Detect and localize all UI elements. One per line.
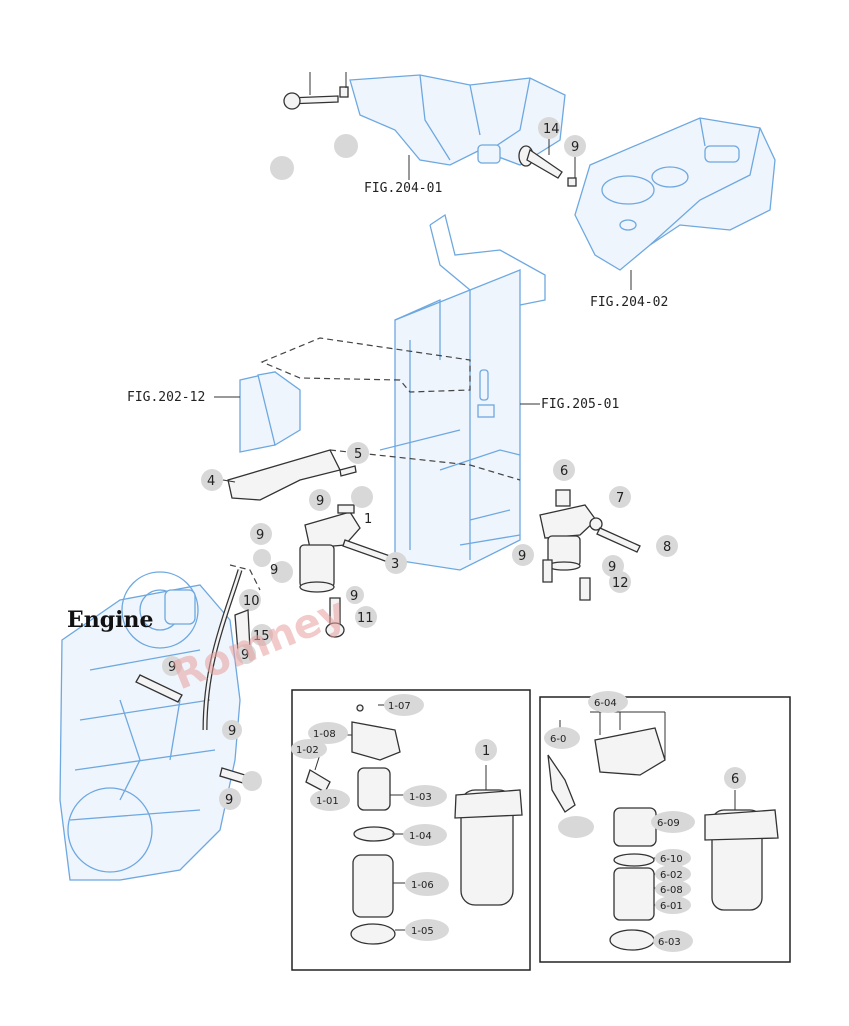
- exploded-view-box-6: [539, 696, 791, 963]
- fig-ref-202-12: FIG.202-12: [127, 390, 205, 405]
- fig-ref-204-01: FIG.204-01: [364, 181, 442, 196]
- callout-11: 11: [357, 611, 374, 626]
- callout-9-d: 9: [350, 589, 358, 604]
- callout-9-j: 9: [608, 560, 616, 575]
- label-1: 1: [482, 744, 490, 759]
- fig-204-02-tank: [574, 117, 776, 271]
- label-1-04: 1-04: [409, 831, 432, 842]
- label-6-09: 6-09: [657, 818, 680, 829]
- label-6-10: 6-10: [660, 854, 683, 865]
- label-1-01: 1-01: [316, 796, 339, 807]
- exploded-parts-1: [305, 704, 523, 945]
- fuel-filter-6: [539, 489, 641, 601]
- callout-14: 14: [543, 122, 560, 137]
- label-6-08: 6-08: [660, 885, 683, 896]
- callout-1: 1: [364, 512, 372, 527]
- callout-15: 15: [253, 629, 270, 644]
- label-6: 6: [731, 772, 739, 787]
- fig-ref-204-02: FIG.204-02: [590, 295, 668, 310]
- callout-9-a: 9: [316, 494, 324, 509]
- callout-9-h: 9: [225, 793, 233, 808]
- callout-10: 10: [243, 594, 260, 609]
- callout-9-i: 9: [518, 549, 526, 564]
- exploded-parts-6: [547, 727, 779, 951]
- label-6-03: 6-03: [658, 937, 681, 948]
- engine-block: [59, 571, 241, 881]
- bolt-14: [518, 145, 563, 179]
- fig-ref-205-01: FIG.205-01: [541, 397, 619, 412]
- callout-8: 8: [663, 540, 671, 555]
- label-6-0x: 6-0: [550, 734, 566, 745]
- callout-9-g: 9: [228, 724, 236, 739]
- label-6-01: 6-01: [660, 901, 683, 912]
- label-1-02: 1-02: [296, 745, 319, 756]
- callout-4: 4: [207, 474, 215, 489]
- callout-3: 3: [391, 557, 399, 572]
- fig-202-12-bracket: [239, 371, 301, 453]
- bolt-5: [339, 465, 357, 477]
- fig-205-01-frame: [379, 213, 546, 571]
- fig-204-01-bracket: [270, 74, 566, 180]
- label-6-02: 6-02: [660, 870, 683, 881]
- exploded-view-box-1: [291, 689, 531, 971]
- callout-9-e: 9: [241, 648, 249, 663]
- callout-9-c: 9: [270, 563, 278, 578]
- label-1-05: 1-05: [411, 926, 434, 937]
- bracket-4: [227, 449, 341, 501]
- label-1-06: 1-06: [411, 880, 434, 891]
- label-6-04: 6-04: [594, 698, 617, 709]
- callout-7: 7: [616, 491, 624, 506]
- engine-label: Engine: [67, 607, 154, 633]
- callout-6: 6: [560, 464, 568, 479]
- callout-9-f: 9: [168, 660, 176, 675]
- callout-12: 12: [612, 576, 629, 591]
- callout-5: 5: [354, 447, 362, 462]
- label-1-07: 1-07: [388, 701, 411, 712]
- label-1-03: 1-03: [409, 792, 432, 803]
- callout-9-b: 9: [256, 528, 264, 543]
- bolt-top-left: [283, 72, 349, 110]
- callout-9-top: 9: [571, 140, 579, 155]
- nut-9-top: [567, 177, 577, 187]
- label-1-08: 1-08: [313, 729, 336, 740]
